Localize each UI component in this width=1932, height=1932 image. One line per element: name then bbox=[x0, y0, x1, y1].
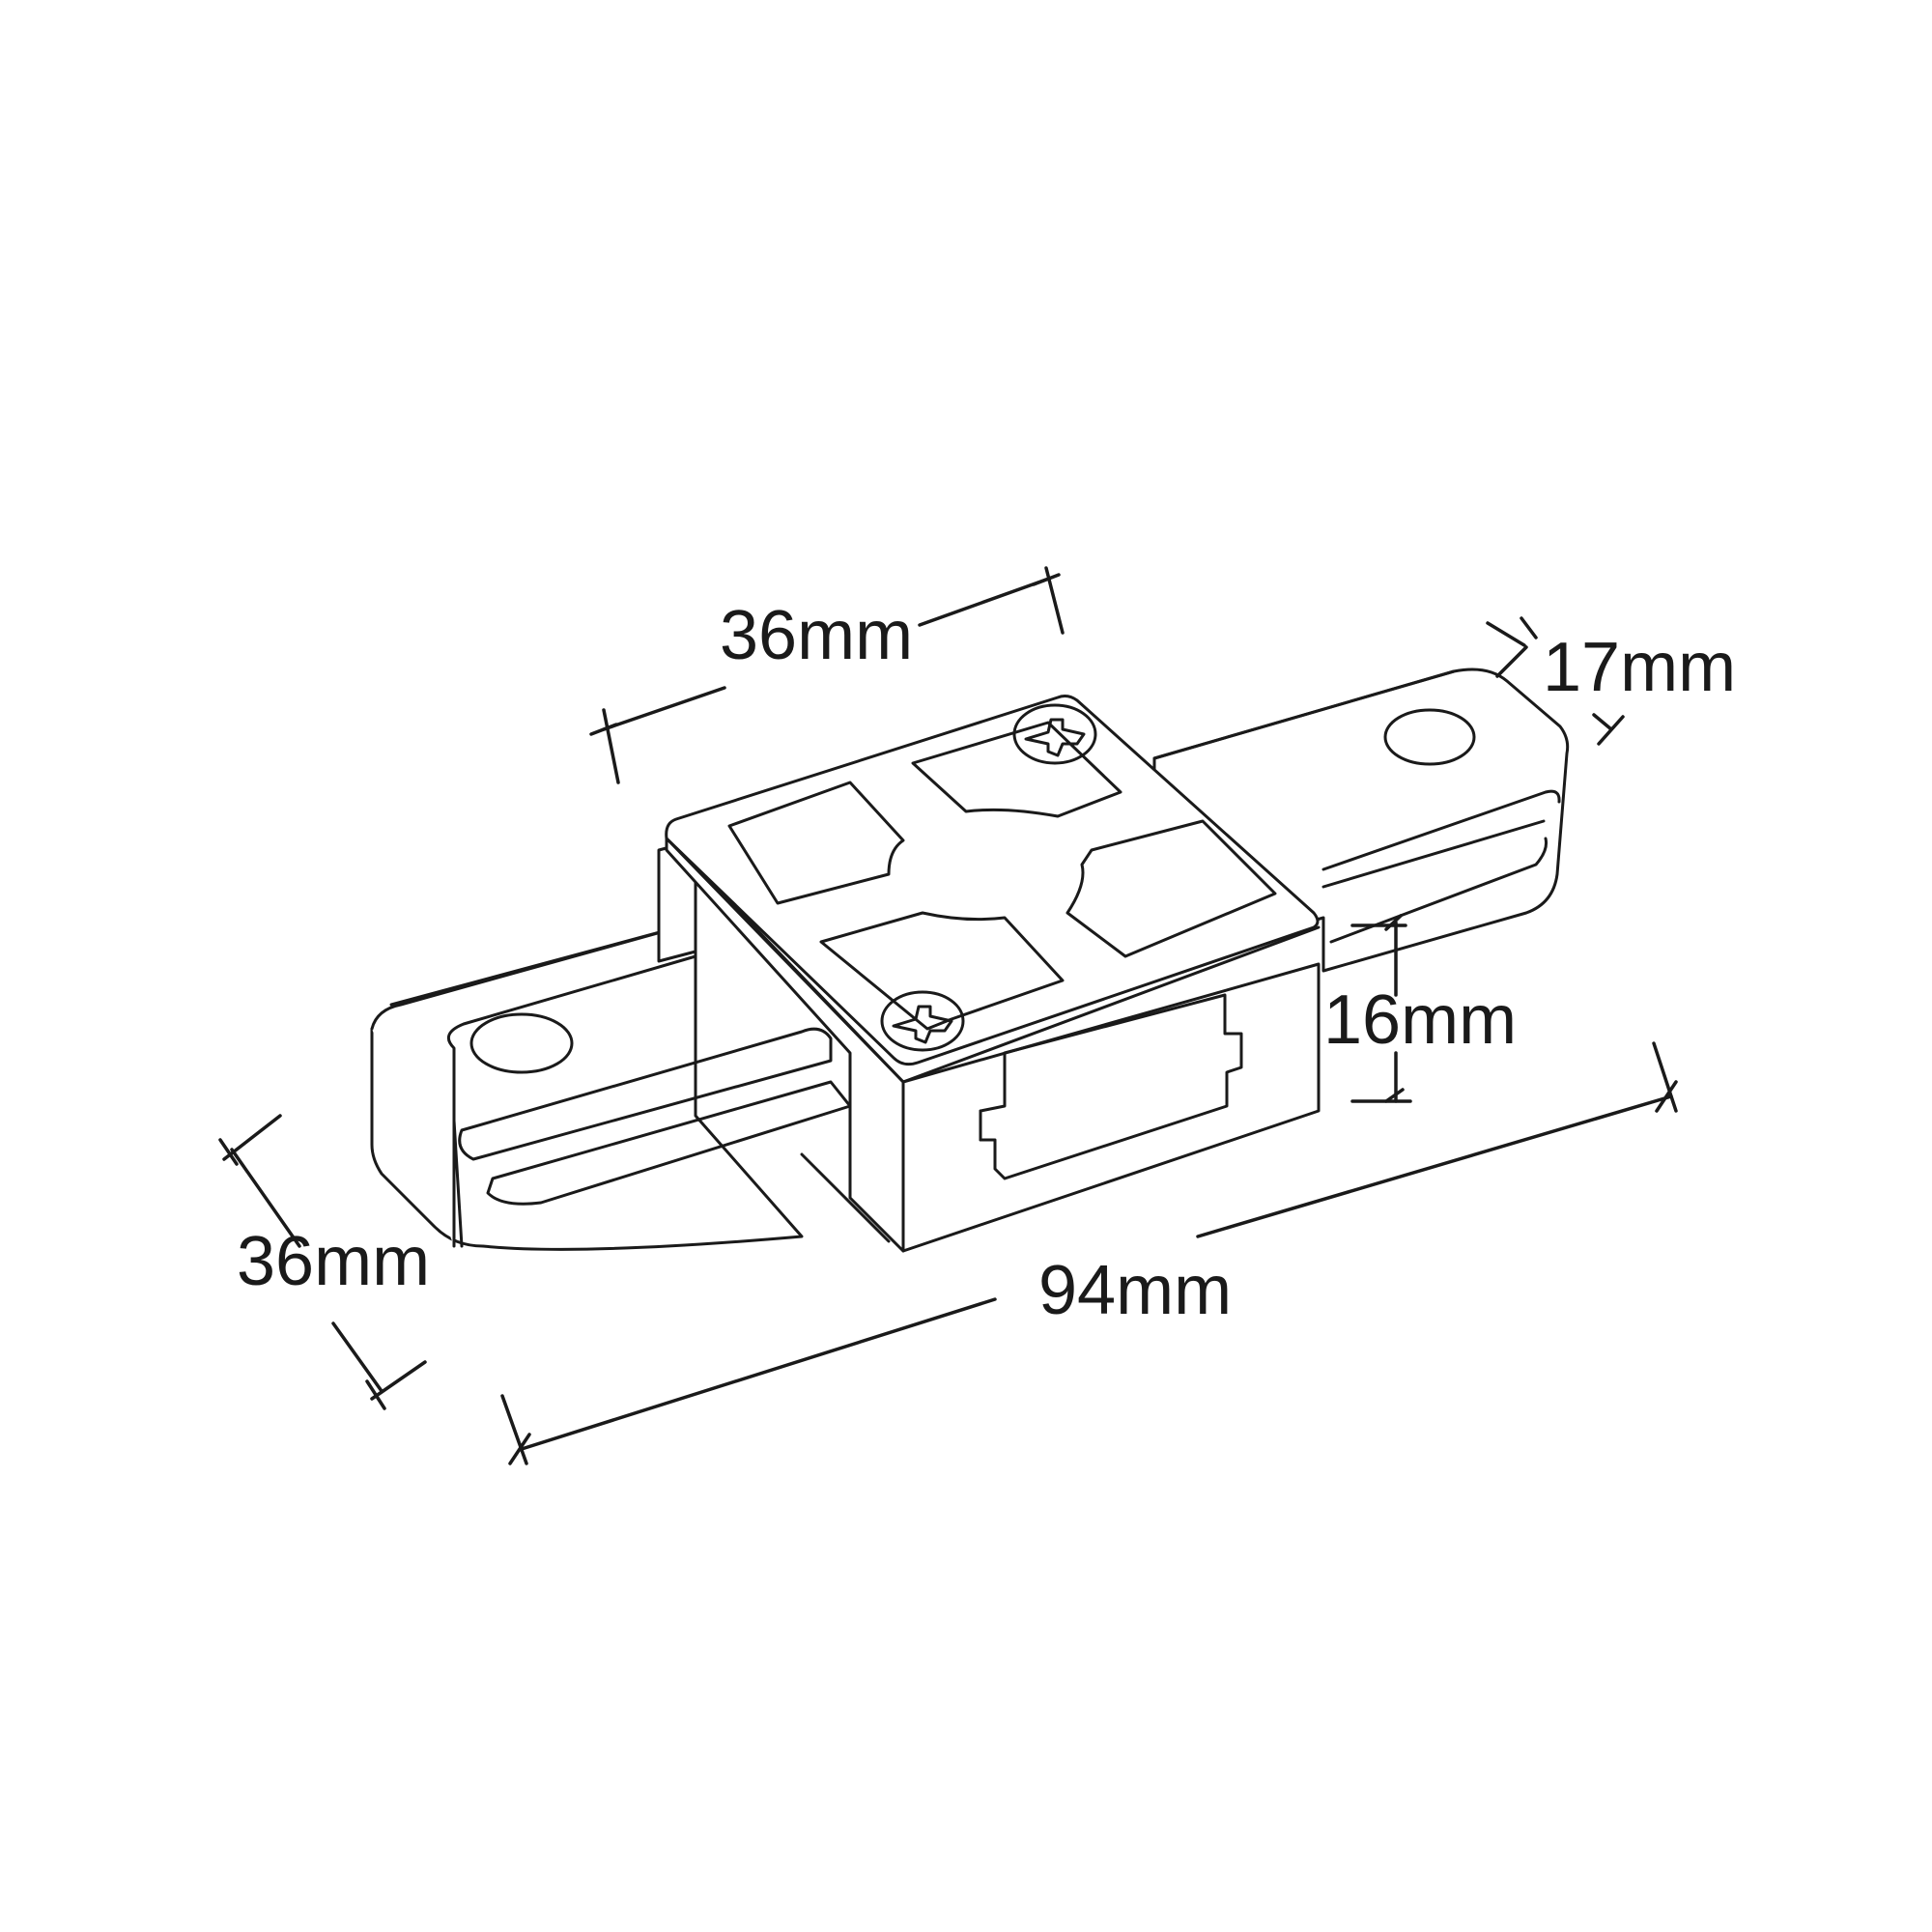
dim-left-depth bbox=[218, 1114, 427, 1410]
label-left-depth: 36mm bbox=[237, 1223, 430, 1300]
pocket-top-left bbox=[727, 781, 905, 905]
pocket-bottom-right bbox=[1065, 819, 1277, 958]
center-block bbox=[657, 695, 1321, 1253]
label-top-width: 36mm bbox=[720, 597, 913, 674]
right-mounting-hole bbox=[1383, 708, 1476, 766]
label-right-thickness: 17mm bbox=[1543, 629, 1736, 706]
dim-top-width bbox=[589, 566, 1065, 784]
dim-right-thickness bbox=[1486, 616, 1625, 746]
dim-length bbox=[500, 1041, 1678, 1465]
top-plate bbox=[665, 695, 1320, 1066]
left-mounting-hole bbox=[469, 1012, 574, 1074]
screw-bottom bbox=[880, 990, 965, 1052]
pocket-top-right bbox=[911, 721, 1122, 818]
dim-height bbox=[1350, 914, 1412, 1103]
pocket-bottom-left bbox=[819, 911, 1065, 1031]
screw-top bbox=[1012, 703, 1097, 765]
label-height: 16mm bbox=[1323, 981, 1517, 1059]
label-length: 94mm bbox=[1038, 1252, 1232, 1329]
